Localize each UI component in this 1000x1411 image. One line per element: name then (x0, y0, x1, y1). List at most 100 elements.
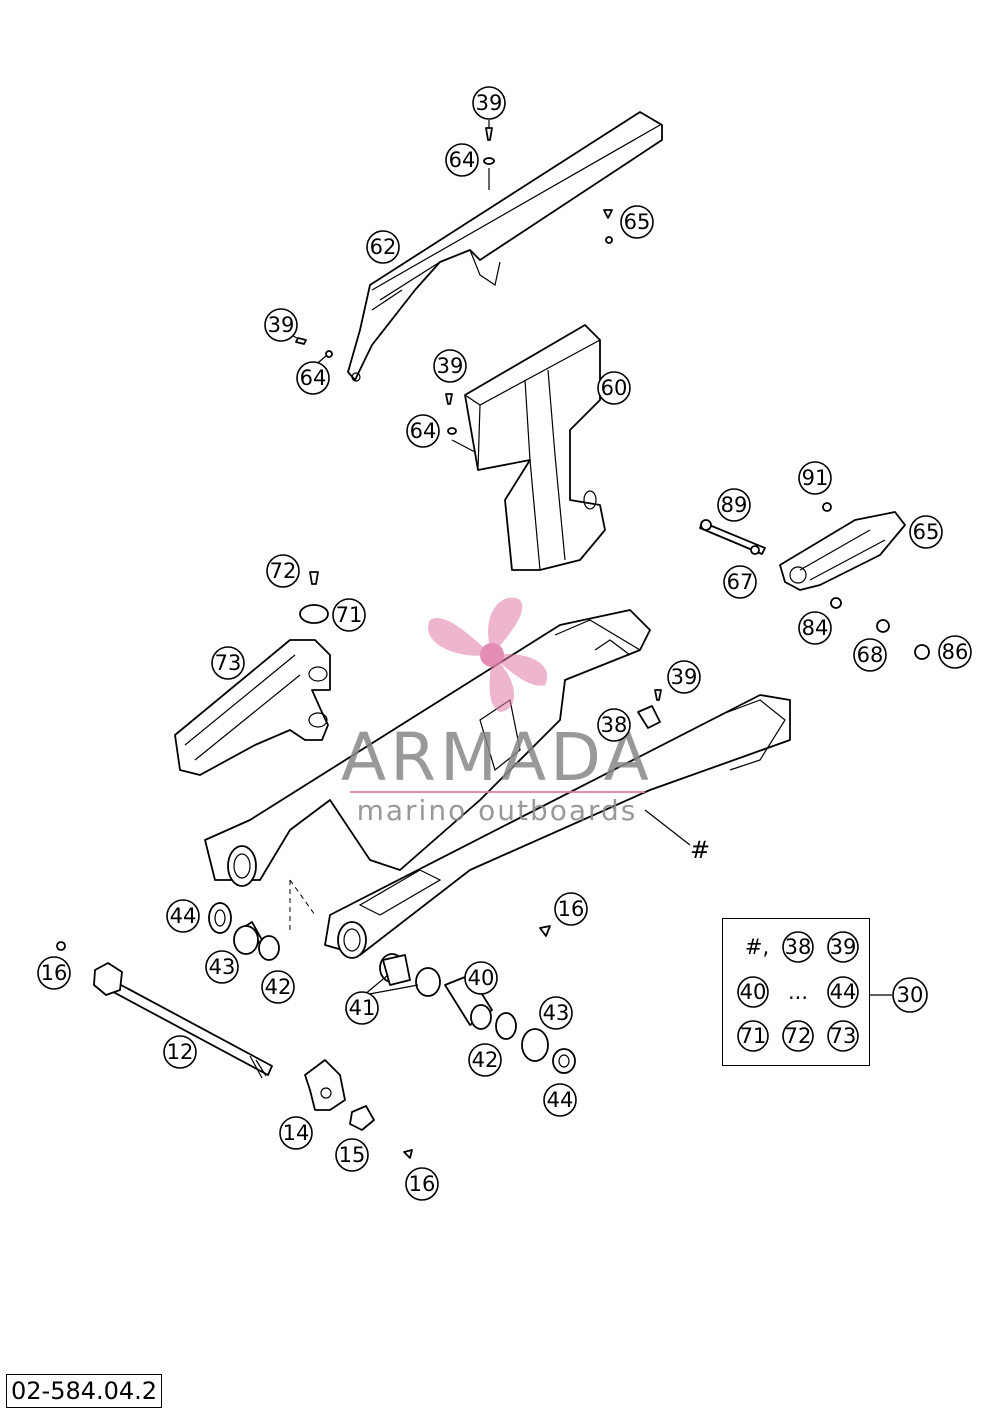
svg-text:39: 39 (671, 665, 698, 689)
svg-text:72: 72 (785, 1024, 812, 1048)
svg-text:84: 84 (802, 616, 829, 640)
callout-42[interactable]: 42 (261, 970, 295, 1004)
svg-text:38: 38 (785, 935, 812, 959)
small-hardware (56, 127, 930, 1159)
kit-item-40[interactable]: 40 (737, 976, 769, 1008)
svg-text:39: 39 (268, 313, 295, 337)
svg-text:42: 42 (472, 1048, 499, 1072)
svg-text:12: 12 (167, 1040, 194, 1064)
kit-box: #, 38 39 40 ... 44 71 72 73 (722, 918, 870, 1066)
kit-item-72[interactable]: 72 (782, 1020, 814, 1052)
svg-text:16: 16 (409, 1172, 436, 1196)
callout-43[interactable]: 43 (205, 950, 239, 984)
svg-text:39: 39 (476, 91, 503, 115)
svg-text:68: 68 (857, 643, 884, 667)
callout-38[interactable]: 38 (597, 708, 631, 742)
svg-text:15: 15 (339, 1143, 366, 1167)
svg-text:44: 44 (830, 980, 857, 1004)
callout-60[interactable]: 60 (597, 371, 631, 405)
callout-62[interactable]: 62 (366, 230, 400, 264)
kit-item-44[interactable]: 44 (827, 976, 859, 1008)
svg-text:73: 73 (215, 651, 242, 675)
svg-text:64: 64 (410, 419, 437, 443)
callout-15[interactable]: 15 (335, 1138, 369, 1172)
svg-text:86: 86 (942, 640, 969, 664)
callout-41[interactable]: 41 (345, 991, 379, 1025)
svg-text:65: 65 (913, 520, 940, 544)
callout-44[interactable]: 44 (166, 899, 200, 933)
watermark: ARMADA marino outboards (341, 597, 653, 827)
callout-16[interactable]: 16 (37, 956, 71, 990)
axle-bolt-part (93, 962, 273, 1079)
svg-text:40: 40 (740, 980, 767, 1004)
callout-65[interactable]: 65 (620, 205, 654, 239)
callout-44[interactable]: 44 (543, 1083, 577, 1117)
svg-text:73: 73 (830, 1024, 857, 1048)
svg-text:71: 71 (336, 603, 363, 627)
document-code: 02-584.04.2 (6, 1374, 163, 1408)
svg-text:38: 38 (601, 713, 628, 737)
svg-text:40: 40 (468, 966, 495, 990)
chain-guide-part (347, 111, 663, 382)
svg-text:44: 44 (547, 1088, 574, 1112)
svg-text:64: 64 (449, 148, 476, 172)
svg-text:60: 60 (601, 376, 628, 400)
callout-16[interactable]: 16 (405, 1167, 439, 1201)
callout-39[interactable]: 39 (264, 308, 298, 342)
callout-39[interactable]: 39 (472, 86, 506, 120)
svg-text:44: 44 (170, 904, 197, 928)
propeller-icon (428, 597, 548, 712)
callout-14[interactable]: 14 (279, 1116, 313, 1150)
callout-40[interactable]: 40 (464, 961, 498, 995)
callout-84[interactable]: 84 (798, 611, 832, 645)
kit-item-73[interactable]: 73 (827, 1020, 859, 1052)
svg-text:41: 41 (349, 996, 376, 1020)
callout-42[interactable]: 42 (468, 1043, 502, 1077)
bolt-89-part (699, 519, 766, 555)
callout-39[interactable]: 39 (433, 349, 467, 383)
callout-86[interactable]: 86 (938, 635, 972, 669)
part-callouts: 39 64 65 62 39 64 39 60 64 91 89 65 67 72 71 84 68 86 73 39… (37, 86, 972, 1201)
callout-71[interactable]: 71 (332, 598, 366, 632)
svg-text:89: 89 (721, 493, 748, 517)
svg-text:67: 67 (727, 570, 754, 594)
watermark-tagline: marino outboards (357, 794, 638, 827)
svg-text:42: 42 (265, 975, 292, 999)
watermark-brand: ARMADA (341, 719, 653, 796)
chain-sliding-guard-part (174, 639, 331, 776)
chain-guard-part (464, 324, 606, 571)
svg-text:43: 43 (209, 955, 236, 979)
svg-text:30: 30 (897, 983, 924, 1007)
callout-91[interactable]: 91 (798, 461, 832, 495)
kit-item-38[interactable]: 38 (782, 931, 814, 963)
svg-text:14: 14 (283, 1121, 310, 1145)
callout-16[interactable]: 16 (554, 892, 588, 926)
chain-adjuster-part (304, 1059, 375, 1131)
callout-73[interactable]: 73 (211, 646, 245, 680)
svg-text:64: 64 (300, 366, 327, 390)
callout-64[interactable]: 64 (296, 361, 330, 395)
svg-text:39: 39 (437, 354, 464, 378)
kit-number-callout[interactable]: 30 (890, 975, 930, 1015)
svg-text:43: 43 (543, 1001, 570, 1025)
callout-89[interactable]: 89 (717, 488, 751, 522)
svg-text:39: 39 (830, 935, 857, 959)
svg-text:16: 16 (558, 897, 585, 921)
callout-68[interactable]: 68 (853, 638, 887, 672)
svg-text:91: 91 (802, 466, 829, 490)
callout-67[interactable]: 67 (723, 565, 757, 599)
kit-item-39[interactable]: 39 (827, 931, 859, 963)
kit-prefix: #, (745, 935, 769, 959)
callout-39[interactable]: 39 (667, 660, 701, 694)
callout-43[interactable]: 43 (539, 996, 573, 1030)
callout-72[interactable]: 72 (266, 554, 300, 588)
kit-item-71[interactable]: 71 (737, 1020, 769, 1052)
bearings-bushings (208, 902, 576, 1074)
svg-text:65: 65 (624, 210, 651, 234)
svg-text:72: 72 (270, 559, 297, 583)
callout-65[interactable]: 65 (909, 515, 943, 549)
callout-12[interactable]: 12 (163, 1035, 197, 1069)
callout-64[interactable]: 64 (406, 414, 440, 448)
callout-64[interactable]: 64 (445, 143, 479, 177)
